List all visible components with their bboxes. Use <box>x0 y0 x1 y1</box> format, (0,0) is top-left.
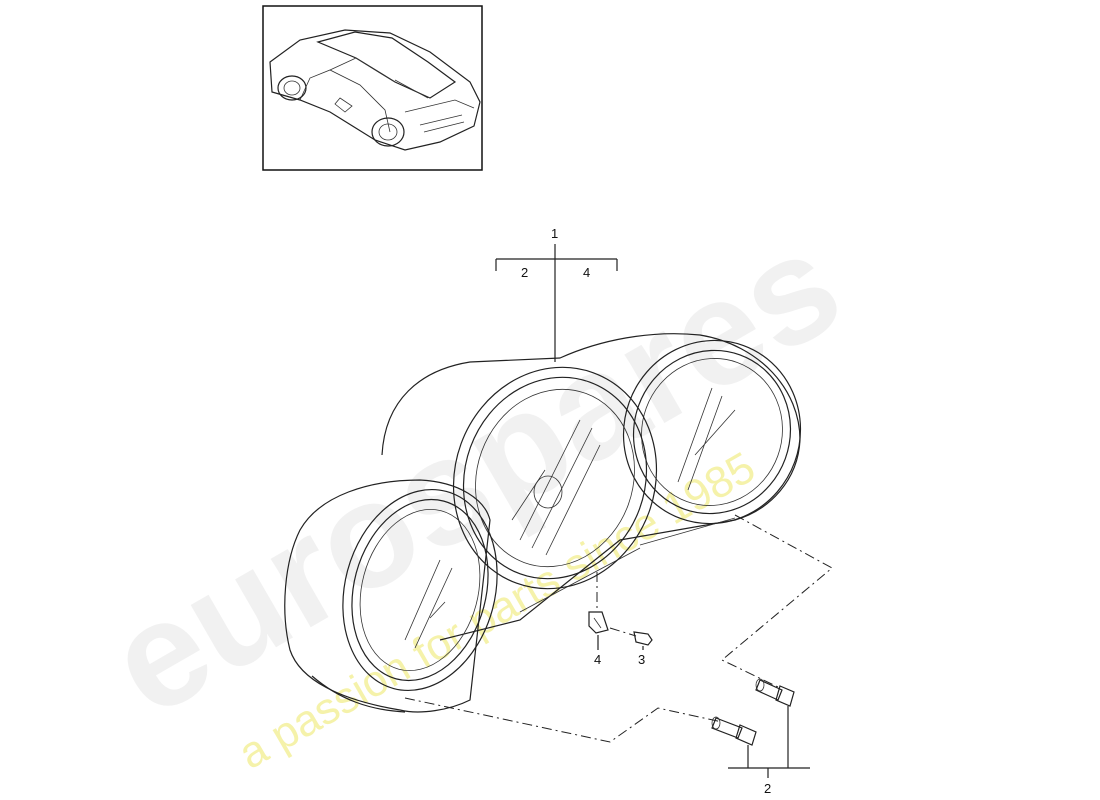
callout-1-top: 1 <box>551 226 558 241</box>
thumbnail-frame <box>262 5 483 171</box>
bottom-callout-group: 2 <box>728 706 810 796</box>
clip-icon <box>588 611 609 634</box>
callout-4-clip: 4 <box>594 652 601 667</box>
right-gauge <box>622 339 802 525</box>
bulb-holder-left <box>711 716 757 746</box>
bulb-holder-right <box>755 678 795 707</box>
screw-icon <box>633 631 653 646</box>
callout-3: 3 <box>638 652 645 667</box>
bulb-icon <box>755 679 783 701</box>
left-gauge-hood <box>284 479 491 713</box>
left-gauge <box>284 479 498 713</box>
car-thumbnail <box>262 5 483 171</box>
center-gauge <box>452 366 658 590</box>
leader-dash-right-bulb <box>721 514 833 689</box>
callout-4-top: 4 <box>583 265 590 280</box>
screw-part: 3 <box>609 627 653 667</box>
instrument-cluster <box>284 333 802 713</box>
top-callout-group: 1 2 4 <box>495 226 618 362</box>
clip-part: 4 <box>588 611 609 667</box>
bulb-icon-2 <box>711 717 743 739</box>
leader-dash-left-bulb <box>404 697 723 743</box>
callout-2-bottom: 2 <box>764 781 771 796</box>
watermark: eurospares a passion for parts since 198… <box>82 198 866 779</box>
callout-2-top: 2 <box>521 265 528 280</box>
car-icon <box>269 29 481 151</box>
cluster-housing <box>381 333 801 641</box>
